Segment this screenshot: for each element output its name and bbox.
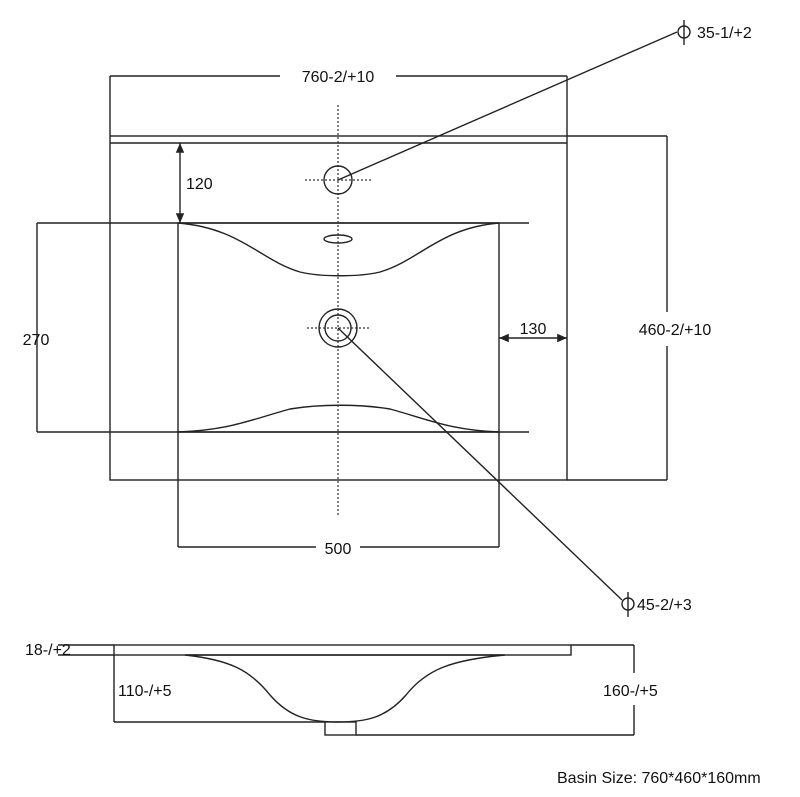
side-margin-label: 130 — [520, 321, 547, 338]
side-drain — [324, 721, 357, 736]
depth-label: 460-2/+10 — [639, 322, 712, 339]
total-height-label: 160-/+5 — [603, 683, 658, 700]
bowl-height-label: 110-/+5 — [118, 683, 172, 700]
diameter-icon — [677, 20, 691, 45]
bowl-width-label: 500 — [325, 541, 352, 558]
tap-hole-label: 35-1/+2 — [697, 25, 752, 42]
drain-hole-outer — [318, 308, 358, 348]
basin-size-caption: Basin Size: 760*460*160mm — [557, 770, 761, 787]
drain-hole-label: 45-2/+3 — [637, 597, 692, 614]
slab-thickness-label: 18-/+2 — [25, 642, 71, 659]
countertop-slab — [109, 135, 568, 481]
diameter-icon — [621, 592, 635, 617]
bowl-back-curve — [177, 222, 500, 277]
side-slab — [113, 644, 572, 656]
drain-hole-inner — [324, 314, 352, 342]
width-label: 760-2/+10 — [302, 69, 375, 86]
bowl-front-curve — [177, 404, 500, 433]
overflow-hole — [323, 234, 353, 244]
tap-hole — [323, 165, 353, 195]
width-dimension: 760-2/+10 — [109, 69, 568, 136]
back-to-bowl-label: 120 — [186, 176, 213, 193]
side-bowl — [184, 654, 506, 723]
depth-dimension: 460-2/+10 — [567, 135, 712, 481]
bowl-depth-label: 270 — [23, 332, 50, 349]
